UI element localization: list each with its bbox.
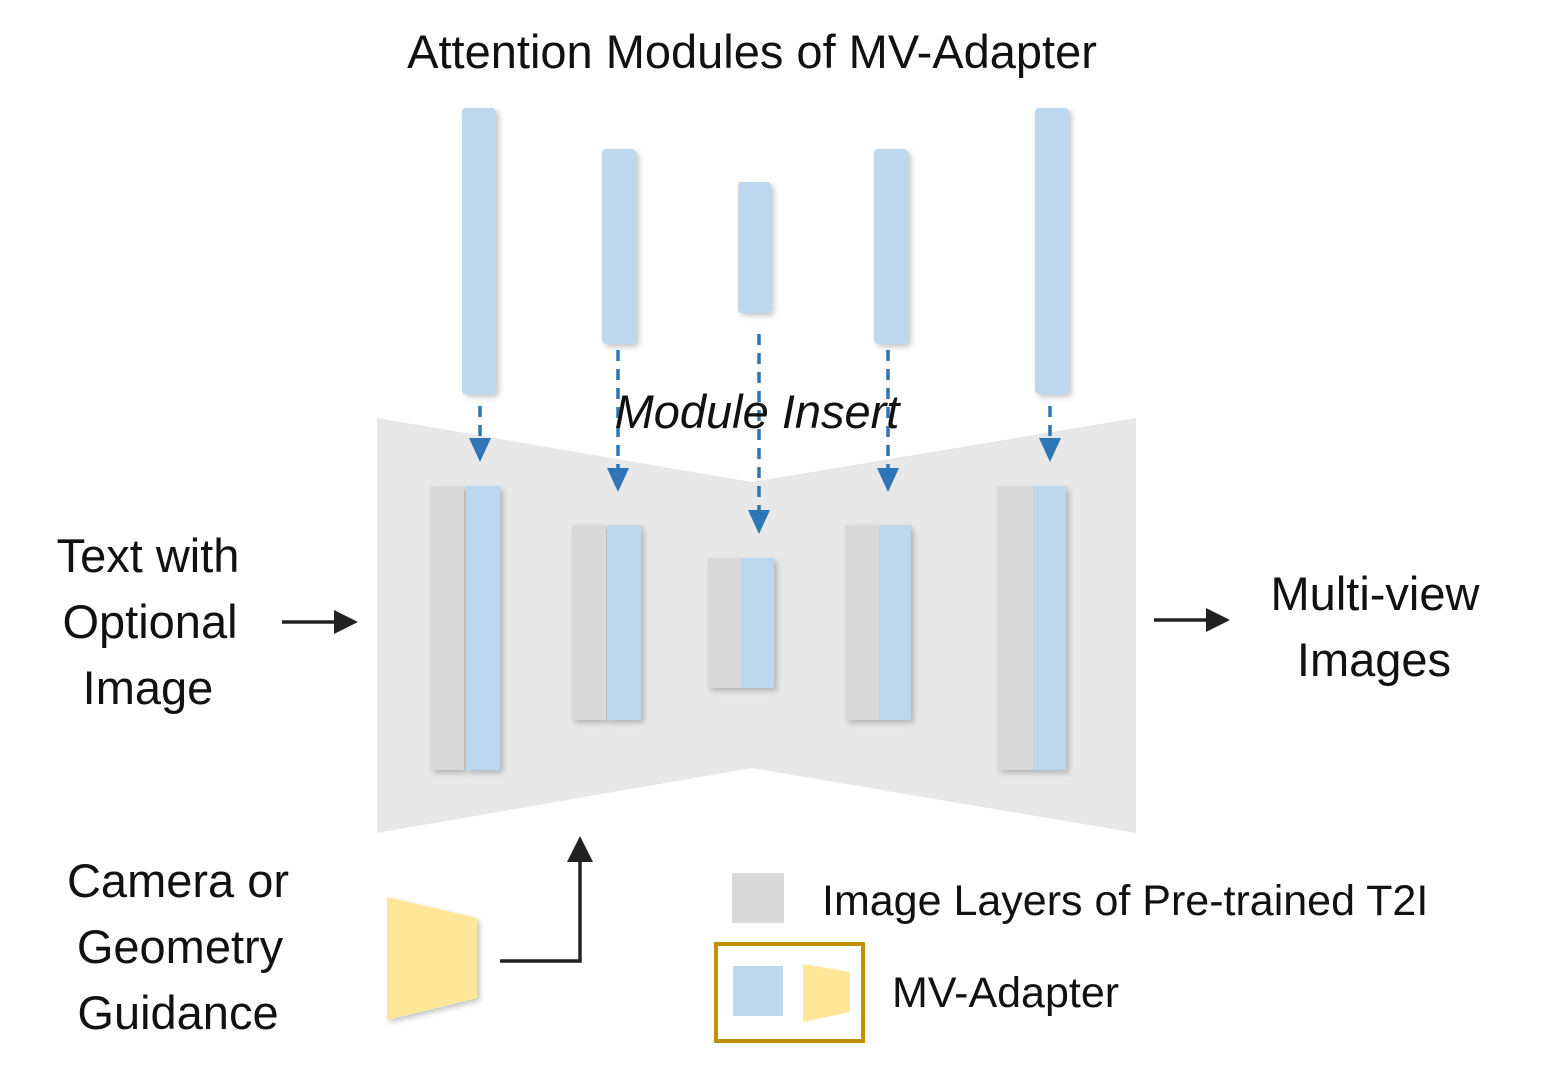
guidance-label-line-3: Guidance (77, 986, 278, 1039)
unet-layers (430, 486, 1066, 770)
legend-pretrained-swatch (732, 873, 784, 923)
insert-arrowhead-3 (748, 510, 770, 534)
input-label: Text with Optional Image (57, 529, 240, 714)
adapter-layer-4 (879, 525, 911, 720)
pretrained-layer-3 (708, 558, 741, 688)
insert-arrowhead-4 (877, 468, 899, 492)
attention-modules (462, 108, 1069, 394)
adapter-layer-1 (466, 486, 500, 770)
insert-arrowheads (469, 438, 1061, 534)
module-insert-label: Module Insert (615, 385, 902, 438)
guidance-arrow (500, 836, 593, 963)
output-label-line-1: Multi-view (1271, 567, 1481, 620)
guidance-label-line-2: Geometry (77, 920, 284, 973)
insert-arrowhead-5 (1039, 438, 1061, 462)
legend-pretrained-label: Image Layers of Pre-trained T2I (822, 877, 1428, 925)
output-label-line-2: Images (1297, 633, 1451, 686)
pretrained-layer-5 (997, 486, 1033, 770)
legend-adapter-trapezoid-icon (803, 964, 850, 1022)
condition-encoder-trapezoid-icon (387, 897, 477, 1020)
legend-adapter-label: MV-Adapter (892, 969, 1119, 1017)
insert-arrows (478, 334, 1052, 512)
input-label-line-3: Image (83, 661, 214, 714)
output-arrow (1154, 608, 1230, 632)
attention-module-4 (874, 149, 908, 344)
adapter-layer-3 (741, 558, 774, 688)
guidance-label: Camera or Geometry Guidance (67, 854, 289, 1039)
diagram-title: Attention Modules of MV-Adapter (407, 25, 1097, 78)
pretrained-layer-4 (845, 525, 879, 720)
insert-arrowhead-2 (607, 468, 629, 492)
input-arrow (282, 610, 358, 634)
adapter-layer-2 (607, 525, 641, 720)
legend-adapter-blue-swatch (733, 966, 783, 1016)
pretrained-layer-1 (430, 486, 464, 770)
output-label: Multi-view Images (1271, 567, 1481, 686)
adapter-layer-5 (1033, 486, 1066, 770)
input-label-line-2: Optional (62, 595, 237, 648)
pretrained-layer-2 (572, 525, 606, 720)
attention-module-3 (738, 182, 771, 313)
insert-arrowhead-1 (469, 438, 491, 462)
attention-module-2 (602, 149, 636, 344)
attention-module-1 (462, 108, 496, 394)
legend: Image Layers of Pre-trained T2I MV-Adapt… (714, 873, 1428, 1043)
attention-module-5 (1035, 108, 1069, 394)
guidance-label-line-1: Camera or (67, 854, 289, 907)
legend-adapter-box (714, 942, 865, 1043)
input-label-line-1: Text with (57, 529, 240, 582)
